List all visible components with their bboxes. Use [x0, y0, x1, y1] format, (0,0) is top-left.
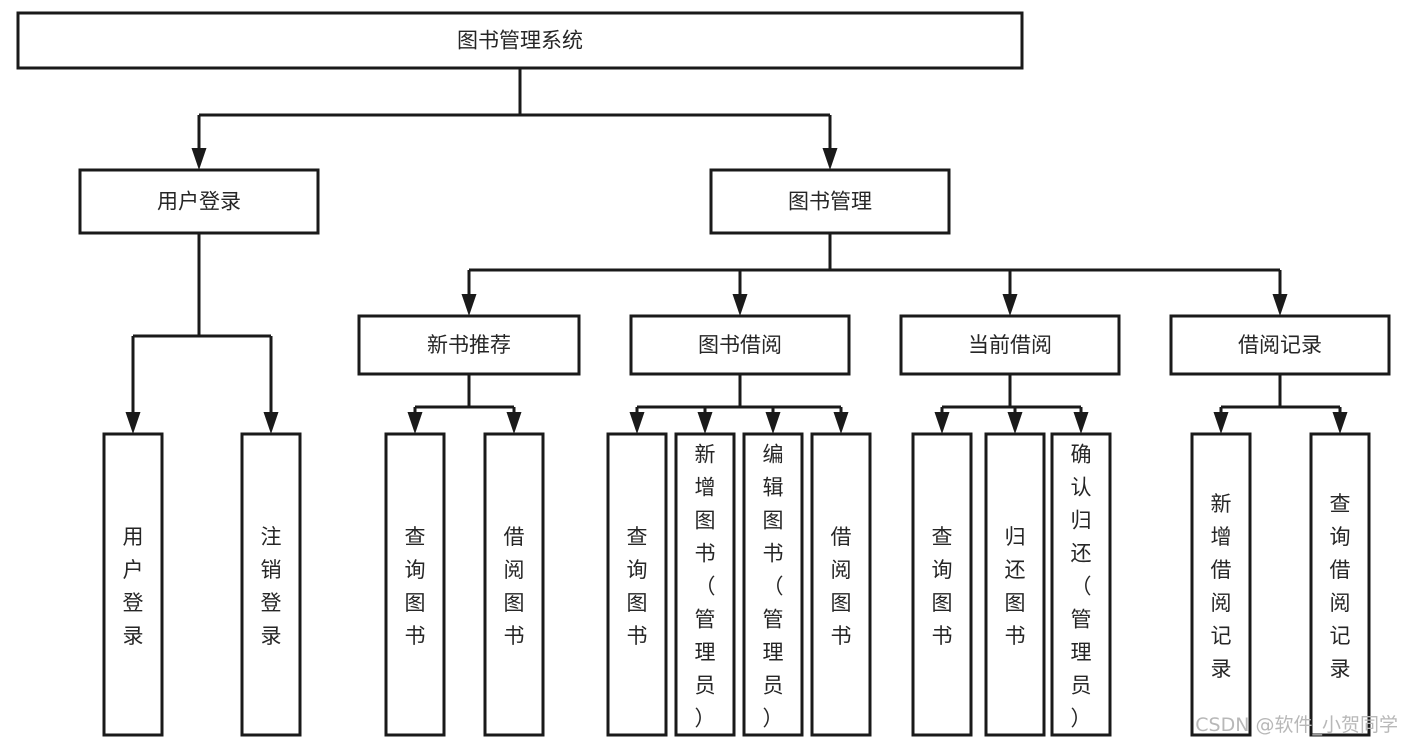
- arrow-head-icon: [1213, 412, 1229, 434]
- arrow-head-icon: [1002, 294, 1018, 316]
- node-box-leaf-query-borrow-record[interactable]: [1309, 432, 1371, 737]
- node-box-user-login[interactable]: [78, 168, 320, 235]
- node-leaf-query-book-2[interactable]: 查询图书: [606, 432, 668, 737]
- node-box-root[interactable]: [16, 11, 1024, 70]
- node-box-leaf-query-book-3[interactable]: [911, 432, 973, 737]
- arrow-head-icon: [1007, 412, 1023, 434]
- node-label-leaf-confirm-return-admin: 确认归还（管理员）: [1071, 443, 1092, 731]
- node-user-login[interactable]: 用户登录: [78, 168, 320, 235]
- node-box-current-borrow[interactable]: [899, 314, 1121, 376]
- node-leaf-query-book-1[interactable]: 查询图书: [384, 432, 446, 737]
- node-label-leaf-logout-login: 注销登录: [261, 525, 282, 648]
- node-leaf-query-borrow-record[interactable]: 查询借阅记录: [1309, 432, 1371, 737]
- node-box-leaf-query-book-2[interactable]: [606, 432, 668, 737]
- node-box-leaf-return-book[interactable]: [984, 432, 1046, 737]
- arrow-head-icon: [833, 412, 849, 434]
- node-box-leaf-edit-book-admin[interactable]: [742, 432, 804, 737]
- node-label-user-login: 用户登录: [157, 190, 241, 214]
- node-label-leaf-borrow-book-1: 借阅图书: [504, 525, 525, 648]
- node-boxes-layer: 图书管理系统用户登录图书管理新书推荐图书借阅当前借阅借阅记录用户登录注销登录查询…: [16, 11, 1391, 737]
- node-box-leaf-confirm-return-admin[interactable]: [1050, 432, 1112, 737]
- arrow-head-icon: [732, 294, 748, 316]
- node-label-leaf-query-book-1: 查询图书: [405, 525, 426, 648]
- arrow-head-icon: [461, 294, 477, 316]
- arrow-head-icon: [934, 412, 950, 434]
- node-root[interactable]: 图书管理系统: [16, 11, 1024, 70]
- node-leaf-add-borrow-record[interactable]: 新增借阅记录: [1190, 432, 1252, 737]
- connector-group-borrow-record-to-leaves: [1213, 374, 1348, 434]
- node-label-leaf-return-book: 归还图书: [1005, 525, 1026, 648]
- arrow-head-icon: [125, 412, 141, 434]
- node-box-borrow-record[interactable]: [1169, 314, 1391, 376]
- arrow-head-icon: [506, 412, 522, 434]
- node-label-root: 图书管理系统: [457, 29, 583, 53]
- node-leaf-logout-login[interactable]: 注销登录: [240, 432, 302, 737]
- node-current-borrow[interactable]: 当前借阅: [899, 314, 1121, 376]
- node-label-leaf-query-book-3: 查询图书: [932, 525, 953, 648]
- node-box-leaf-add-book-admin[interactable]: [674, 432, 736, 737]
- node-box-leaf-logout-login[interactable]: [240, 432, 302, 737]
- node-leaf-user-login[interactable]: 用户登录: [102, 432, 164, 737]
- node-box-book-borrow[interactable]: [629, 314, 851, 376]
- node-box-leaf-query-book-1[interactable]: [384, 432, 446, 737]
- arrow-head-icon: [1073, 412, 1089, 434]
- node-borrow-record[interactable]: 借阅记录: [1169, 314, 1391, 376]
- node-box-leaf-borrow-book-1[interactable]: [483, 432, 545, 737]
- node-leaf-confirm-return-admin[interactable]: 确认归还（管理员）: [1050, 432, 1112, 737]
- node-label-leaf-add-borrow-record: 新增借阅记录: [1211, 492, 1232, 681]
- node-leaf-edit-book-admin[interactable]: 编辑图书（管理员）: [742, 432, 804, 737]
- arrow-head-icon: [765, 412, 781, 434]
- node-leaf-borrow-book-1[interactable]: 借阅图书: [483, 432, 545, 737]
- connector-group-current-borrow-to-leaves: [934, 374, 1089, 434]
- arrow-head-icon: [407, 412, 423, 434]
- arrow-head-icon: [697, 412, 713, 434]
- arrow-head-icon: [629, 412, 645, 434]
- node-label-leaf-user-login: 用户登录: [123, 525, 144, 648]
- arrow-head-icon: [191, 148, 207, 170]
- csdn-watermark: CSDN @软件_小贺同学: [1195, 714, 1398, 736]
- node-label-leaf-edit-book-admin: 编辑图书（管理员）: [763, 443, 784, 731]
- node-book-borrow[interactable]: 图书借阅: [629, 314, 851, 376]
- connector-group-user-login-to-leaves: [125, 233, 279, 434]
- node-box-new-book-recommend[interactable]: [357, 314, 581, 376]
- arrow-head-icon: [263, 412, 279, 434]
- connector-lines-layer: [125, 68, 1348, 434]
- node-book-manage[interactable]: 图书管理: [709, 168, 951, 235]
- arrow-head-icon: [1272, 294, 1288, 316]
- node-leaf-query-book-3[interactable]: 查询图书: [911, 432, 973, 737]
- arrow-head-icon: [822, 148, 838, 170]
- node-label-book-manage: 图书管理: [788, 190, 872, 214]
- connector-group-new-book-recommend-to-leaves: [407, 374, 522, 434]
- node-label-book-borrow: 图书借阅: [698, 333, 782, 357]
- node-leaf-return-book[interactable]: 归还图书: [984, 432, 1046, 737]
- node-label-current-borrow: 当前借阅: [968, 333, 1052, 357]
- node-box-book-manage[interactable]: [709, 168, 951, 235]
- node-label-leaf-query-borrow-record: 查询借阅记录: [1330, 492, 1351, 681]
- connector-group-book-manage-to-level3: [461, 233, 1288, 316]
- arrow-head-icon: [1332, 412, 1348, 434]
- node-label-leaf-add-book-admin: 新增图书（管理员）: [695, 443, 716, 731]
- node-label-leaf-borrow-book-2: 借阅图书: [831, 525, 852, 648]
- node-box-leaf-add-borrow-record[interactable]: [1190, 432, 1252, 737]
- node-new-book-recommend[interactable]: 新书推荐: [357, 314, 581, 376]
- node-leaf-borrow-book-2[interactable]: 借阅图书: [810, 432, 872, 737]
- node-label-borrow-record: 借阅记录: [1238, 333, 1322, 357]
- node-label-new-book-recommend: 新书推荐: [427, 333, 511, 357]
- node-box-leaf-user-login[interactable]: [102, 432, 164, 737]
- connector-group-root-to-level2: [191, 68, 838, 170]
- node-leaf-add-book-admin[interactable]: 新增图书（管理员）: [674, 432, 736, 737]
- node-label-leaf-query-book-2: 查询图书: [627, 525, 648, 648]
- connector-group-book-borrow-to-leaves: [629, 374, 849, 434]
- node-box-leaf-borrow-book-2[interactable]: [810, 432, 872, 737]
